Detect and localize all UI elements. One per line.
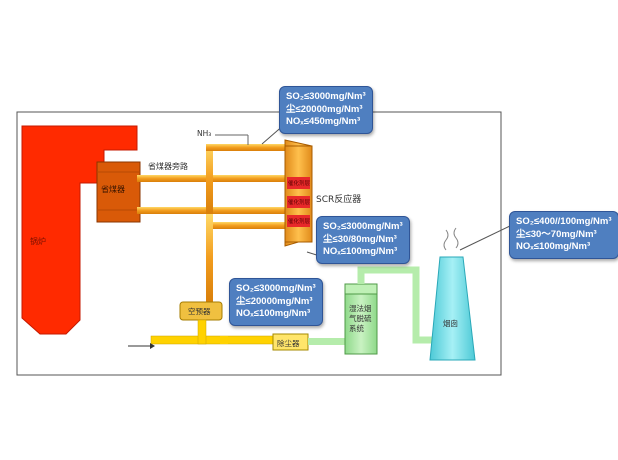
catalyst-label-1: 催化剂层	[288, 181, 311, 187]
fgd-label: 湿法烟 气脱硫 系统	[349, 304, 372, 334]
stack-outlet-concentration-box: SO₂≤400//100mg/Nm³ 尘≤30～70mg/Nm³ NOₓ≤100…	[509, 211, 618, 259]
so2-value: SO₂≤400//100mg/Nm³	[516, 216, 612, 227]
fgd-label-line-2: 气脱硫	[349, 314, 372, 323]
nox-value: NOₓ≤100mg/Nm³	[236, 308, 311, 319]
catalyst-layer-1	[287, 177, 310, 189]
fgd-label-line-3: 系统	[349, 324, 364, 333]
dust-value: 尘≤30/80mg/Nm³	[323, 233, 397, 245]
downcomer-duct	[206, 214, 213, 302]
smoke-plume	[443, 229, 449, 251]
economizer	[96, 161, 141, 223]
air-preheater-label: 空预器	[188, 307, 211, 316]
dust-collector-label: 除尘器	[277, 339, 300, 348]
scr-inlet-duct	[206, 144, 290, 151]
so2-value: SO₂≤3000mg/Nm³	[286, 91, 366, 102]
chimney	[429, 256, 476, 361]
catalyst-label-3: 催化剂层	[288, 219, 311, 225]
fgd-system	[344, 283, 378, 355]
scr-reactor	[284, 139, 313, 247]
fgd-inlet-duct	[308, 338, 348, 345]
nox-value: NOₓ≤100mg/Nm³	[516, 241, 591, 252]
riser-duct	[206, 144, 213, 214]
nox-value: NOₓ≤100mg/Nm³	[323, 246, 398, 257]
so2-value: SO₂≤3000mg/Nm³	[323, 221, 403, 232]
dust-value: 尘≤20000mg/Nm³	[286, 103, 363, 115]
stack-pointer	[459, 225, 511, 251]
nh3-label: NH₃	[197, 129, 212, 138]
economizer-bypass-label: 省煤器旁路	[148, 162, 188, 171]
catalyst-layer-3	[287, 215, 310, 227]
scr-outlet-duct	[206, 222, 290, 229]
scr-outlet-concentration-box: SO₂≤3000mg/Nm³ 尘≤30/80mg/Nm³ NOₓ≤100mg/N…	[316, 216, 410, 264]
scr-reactor-label: SCR反应器	[316, 195, 362, 205]
catalyst-label-2: 催化剂层	[288, 200, 311, 206]
fgd-label-line-1: 湿法烟	[349, 304, 372, 313]
boiler-label: 锅炉	[30, 237, 46, 246]
scr-inlet-concentration-box: SO₂≤3000mg/Nm³ 尘≤20000mg/Nm³ NOₓ≤450mg/N…	[279, 86, 373, 134]
preheater-outlet-concentration-box: SO₂≤3000mg/Nm³ 尘≤20000mg/Nm³ NOₓ≤100mg/N…	[229, 278, 323, 326]
boiler	[21, 125, 138, 335]
air-inlet-duct	[150, 335, 275, 345]
chimney-label: 烟囱	[443, 319, 458, 328]
economizer-label: 省煤器	[101, 185, 125, 194]
so2-value: SO₂≤3000mg/Nm³	[236, 283, 316, 294]
nox-value: NOₓ≤450mg/Nm³	[286, 116, 361, 127]
catalyst-layer-2	[287, 196, 310, 208]
dust-value: 尘≤20000mg/Nm³	[236, 295, 313, 307]
fgd-outlet-duct	[357, 266, 440, 344]
dust-value: 尘≤30～70mg/Nm³	[516, 228, 597, 240]
